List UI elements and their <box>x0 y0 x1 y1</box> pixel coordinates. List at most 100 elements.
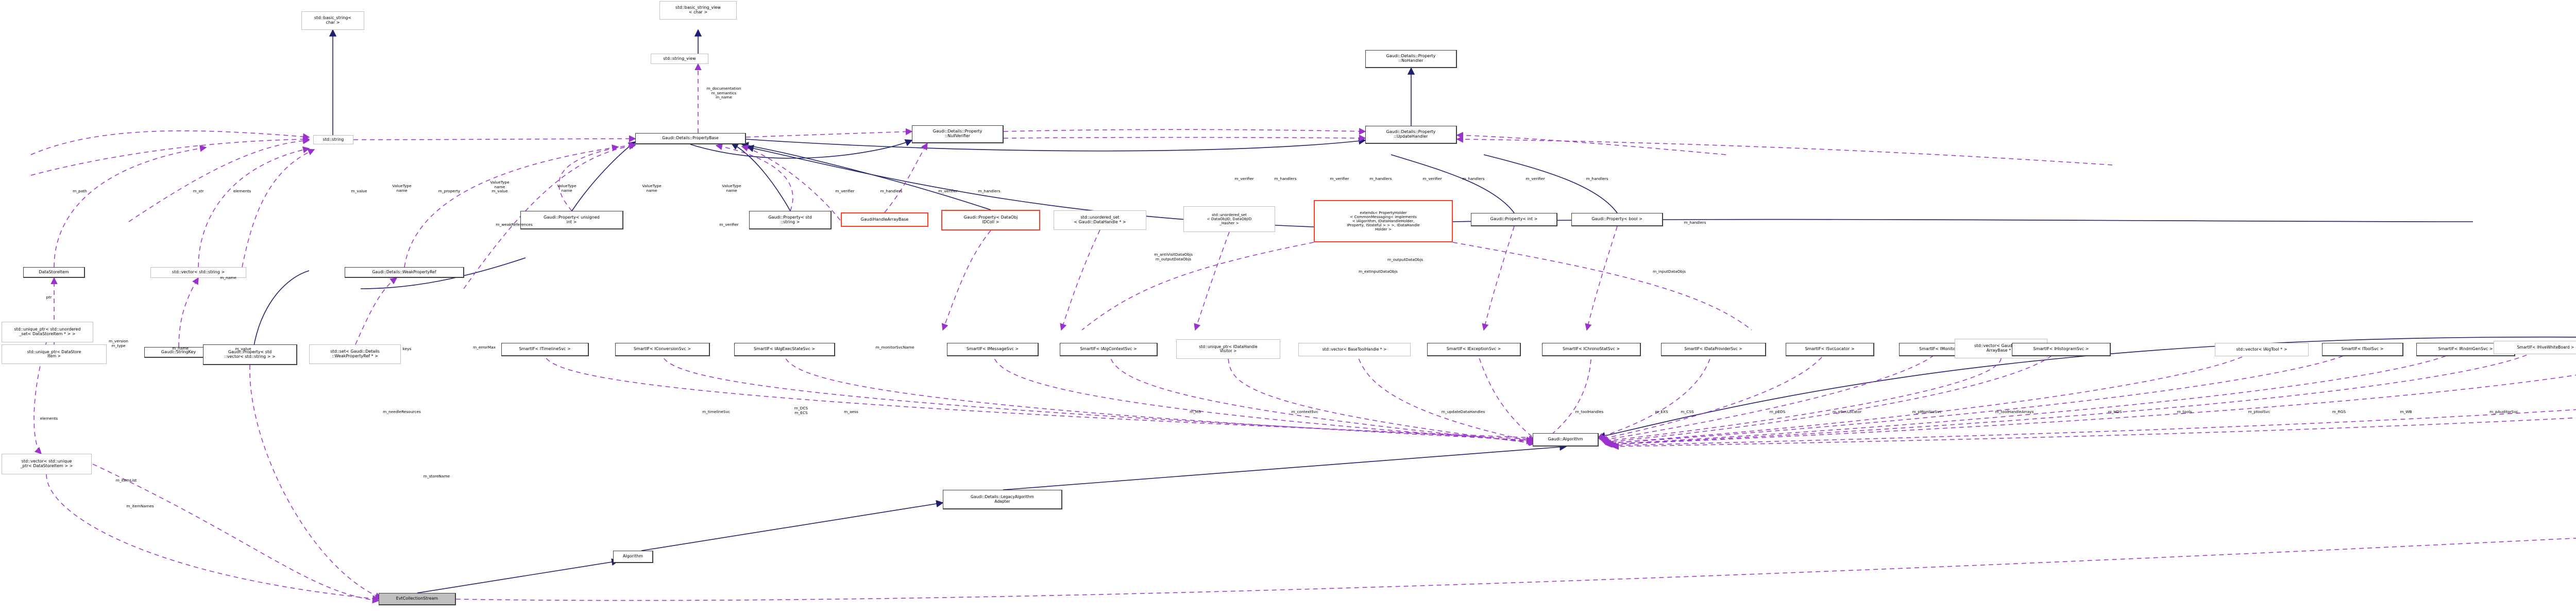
edge-label-el_elements: elements <box>233 189 251 193</box>
class-node-std_string[interactable]: std::string <box>313 135 353 144</box>
edge-label-el_m_verifier_0: m_verifier <box>835 189 855 193</box>
edge-label-el_m_monitorSvcName: m_monitorSvcName <box>875 345 914 350</box>
class-node-EvtCollectionStream[interactable]: EvtCollectionStream <box>379 593 456 605</box>
class-node-SmartIF_ITimelineSvc[interactable]: SmartIF< ITimelineSvc > <box>501 343 589 356</box>
class-node-Prop_bool[interactable]: Gaudi::Property< bool > <box>1571 213 1663 226</box>
edge-label-el_m_updateDataHandles: m_updateDataHandles <box>1441 409 1485 414</box>
class-node-SmartIF_ISvcLocator[interactable]: SmartIF< ISvcLocator > <box>1786 343 1874 356</box>
class-node-vector_BaseToolHandle[interactable]: std::vector< BaseToolHandle * > <box>1298 343 1411 356</box>
edge-label-el_ValueType_1: ValueType name <box>392 184 412 193</box>
edge-label-el_m_contextSvc: m_contextSvc <box>1291 409 1318 414</box>
edge-label-el_m_verifier_left: m_verifier <box>719 222 739 227</box>
edge-label-el_m_property: m_property <box>438 189 461 193</box>
class-node-DataStoreItem[interactable]: DataStoreItem <box>23 267 85 278</box>
class-node-set_WeakPropertyRef[interactable]: std::set< Gaudi::Details ::WeakPropertyR… <box>309 344 401 364</box>
inheritance-edges <box>252 29 2576 593</box>
edge-label-el_m_toolHandles: m_toolHandles <box>1575 409 1604 414</box>
edge-label-el_doc: m_documentation m_semantics m_name <box>706 86 741 100</box>
edge-label-el_m_handlers_5: m_handlers <box>1586 176 1608 181</box>
class-node-UpdateHandler[interactable]: Gaudi::Details::Property ::UpdateHandler <box>1365 126 1457 144</box>
class-node-uniq_DataStoreItem[interactable]: std::unique_ptr< DataStore Item > <box>2 344 107 364</box>
edge-label-el_m_pMonitorSvc: m_pMonitorSvc <box>1912 409 1942 414</box>
edge-label-el_m_verifier_3: m_verifier <box>1330 176 1349 181</box>
class-node-PropertyBase[interactable]: Gaudi::Details::PropertyBase <box>635 133 746 144</box>
class-node-vector_IAlgTool[interactable]: std::vector< IAlgTool * > <box>2215 343 2309 356</box>
edge-label-el_m_name_2: m_name <box>172 346 189 351</box>
class-node-SmartIF_IMessageSvc[interactable]: SmartIF< IMessageSvc > <box>947 343 1039 356</box>
class-node-SmartIF_IHiveWhiteBoard[interactable]: SmartIF< IHiveWhiteBoard > <box>2494 341 2576 354</box>
edge-label-el_ValueType_2: ValueType name m_value <box>490 180 510 194</box>
class-node-uniq_unordered_set[interactable]: std::unique_ptr< std::unordered _set< Da… <box>2 322 93 342</box>
edge-label-el_m_EXS: m_EXS <box>1655 409 1668 414</box>
class-node-extends_PH[interactable]: extends< PropertyHolder < CommonMessagin… <box>1314 200 1453 242</box>
class-node-Prop_DataObjIDColl[interactable]: Gaudi::Property< DataObj IDColl > <box>941 210 1040 230</box>
edge-label-el_m_weakReferences: m_weakReferences <box>496 222 533 227</box>
edge-label-el_m_ptoolSvc: m_ptoolSvc <box>2248 409 2270 414</box>
edge-label-el_m_extInputDataObjs: m_extInputDataObjs <box>1359 269 1398 274</box>
edge-label-el_m_value_2: m_value <box>235 346 251 351</box>
edge-label-el_keys: keys <box>402 346 412 351</box>
edge-label-el_m_pAuditorSvc: m_pAuditorSvc <box>2489 409 2518 414</box>
edge-label-el_m_handlers_3: m_handlers <box>1369 176 1392 181</box>
edge-label-el_m_storeName: m_storeName <box>423 474 450 478</box>
class-node-WeakPropertyRef[interactable]: Gaudi::Details::WeakPropertyRef <box>345 267 464 278</box>
edge-label-el_elements_2: elements <box>40 416 58 421</box>
edge-label-el_m_pSvcLocator: m_pSvcLocator <box>1832 409 1862 414</box>
edge-label-el_m_toolHandleArrays: m_toolHandleArrays <box>1995 409 2034 414</box>
edge-label-el_m_outputDataObjs: m_outputDataObjs <box>1387 257 1423 262</box>
edge-label-el_m_name_1: m_name <box>220 275 236 280</box>
edge-label-el_m_pEDS: m_pEDS <box>1769 409 1786 414</box>
class-node-GaudiAlgorithm[interactable]: Gaudi::Algorithm <box>1533 433 1599 447</box>
class-node-vector_string[interactable]: std::vector< std::string > <box>150 267 246 278</box>
class-node-uniq_IDataHandleVisitor[interactable]: std::unique_ptr< IDataHandle Visitor > <box>1176 339 1280 359</box>
class-node-SmartIF_IAlgExecStateSvc[interactable]: SmartIF< IAlgExecStateSvc > <box>734 343 835 356</box>
edge-label-el_m_verifier_4: m_verifier <box>1422 176 1442 181</box>
class-node-SmartIF_IExceptionSvc[interactable]: SmartIF< IExceptionSvc > <box>1427 343 1521 356</box>
usage-edges <box>30 63 2576 604</box>
class-node-SmartIF_IConversionSvc[interactable]: SmartIF< IConversionSvc > <box>615 343 710 356</box>
edge-label-el_ptr: ptr <box>46 295 52 300</box>
class-node-basic_string_view[interactable]: std::basic_string_view < char > <box>659 1 737 20</box>
edge-label-el_m_WB: m_WB <box>2400 409 2412 414</box>
edge-label-el_m_antiVis: m_antiVisitDataObjs m_outputDataObjs <box>1154 252 1193 261</box>
class-node-Algorithm[interactable]: Algorithm <box>613 551 653 563</box>
edge-label-el_m_handlers_0: m_handlers <box>880 189 903 193</box>
edge-label-el_m_DCS: m_DCS m_ECS <box>794 406 808 415</box>
edge-label-el_m_errorMax: m_errorMax <box>472 345 496 350</box>
class-node-string_view[interactable]: std::string_view <box>651 54 708 64</box>
class-node-SmartIF_IHistogramSvc[interactable]: SmartIF< IHistogramSvc > <box>2012 343 2111 356</box>
edge-label-el_m_value_1: m_value <box>351 189 367 193</box>
class-node-unordered_set_objid[interactable]: std::unordered_set < DataObjID, DataObjI… <box>1183 206 1275 232</box>
edge-label-el_m_CSS: m_CSS <box>1681 409 1694 414</box>
class-node-basic_string[interactable]: std::basic_string< char > <box>301 11 364 30</box>
class-node-SmartIF_IToolSvc[interactable]: SmartIF< IToolSvc > <box>2322 343 2403 356</box>
class-node-NullVerifier[interactable]: Gaudi::Details::Property ::NullVerifier <box>912 125 1004 143</box>
class-node-NoHandler[interactable]: Gaudi::Details::Property ::NoHandler <box>1365 50 1457 68</box>
edge-label-el_m_tools: m_tools <box>2177 409 2192 414</box>
class-node-LegacyAlgorithmAdapter[interactable]: Gaudi::Details::LegacyAlgorithm Adapter <box>943 490 1062 509</box>
class-node-unordered_set_handle[interactable]: std::unordered_set < Gaudi::DataHandle *… <box>1054 210 1146 230</box>
class-node-Prop_string[interactable]: Gaudi::Property< std ::string > <box>749 211 832 229</box>
edge-label-el_m_MS: m_MS <box>1190 409 1201 414</box>
edge-label-el_ValueType_4: ValueType name <box>642 184 662 193</box>
edge-label-el_m_path: m_path <box>73 189 87 193</box>
edge-label-el_m_version: m_version m_type <box>109 339 128 348</box>
class-node-uniq_set_DataStoreItem[interactable]: std::vector< std::unique _ptr< DataStore… <box>2 454 92 474</box>
edge-label-el_m_handlers_2: m_handlers <box>1274 176 1297 181</box>
class-node-SmartIF_IChronoStatSvc[interactable]: SmartIF< IChronoStatSvc > <box>1542 343 1641 356</box>
edge-label-el_m_verifier_1: m_verifier <box>938 189 958 193</box>
edge-label-el_m_itemNames: m_itemNames <box>126 504 154 508</box>
edge-label-el_m_RGS: m_RGS <box>2332 409 2346 414</box>
edge-label-el_m_handlers_4: m_handlers <box>1462 176 1485 181</box>
class-node-Prop_vec_string[interactable]: Gaudi::Property< std ::vector< std::stri… <box>203 344 297 365</box>
class-node-GaudiHandleArrayBase[interactable]: GaudiHandleArrayBase <box>841 212 928 227</box>
class-node-SmartIF_IAlgContextSvc[interactable]: SmartIF< IAlgContextSvc > <box>1060 343 1158 356</box>
class-node-SmartIF_IDataProviderSvc[interactable]: SmartIF< IDataProviderSvc > <box>1661 343 1766 356</box>
class-node-Prop_int[interactable]: Gaudi::Property< int > <box>1471 213 1557 226</box>
edge-label-el_m_needleResources: m_needleResources <box>383 409 421 414</box>
edge-label-el_m_verifier_2: m_verifier <box>1234 176 1254 181</box>
edge-label-el_m_timelineSvc: m_timelineSvc <box>702 409 731 414</box>
edge-label-el_m_inputDataObjs: m_inputDataObjs <box>1653 269 1686 274</box>
class-node-Prop_uint[interactable]: Gaudi::Property< unsigned int > <box>520 211 623 229</box>
edge-label-el_m_verifier_5: m_verifier <box>1526 176 1545 181</box>
